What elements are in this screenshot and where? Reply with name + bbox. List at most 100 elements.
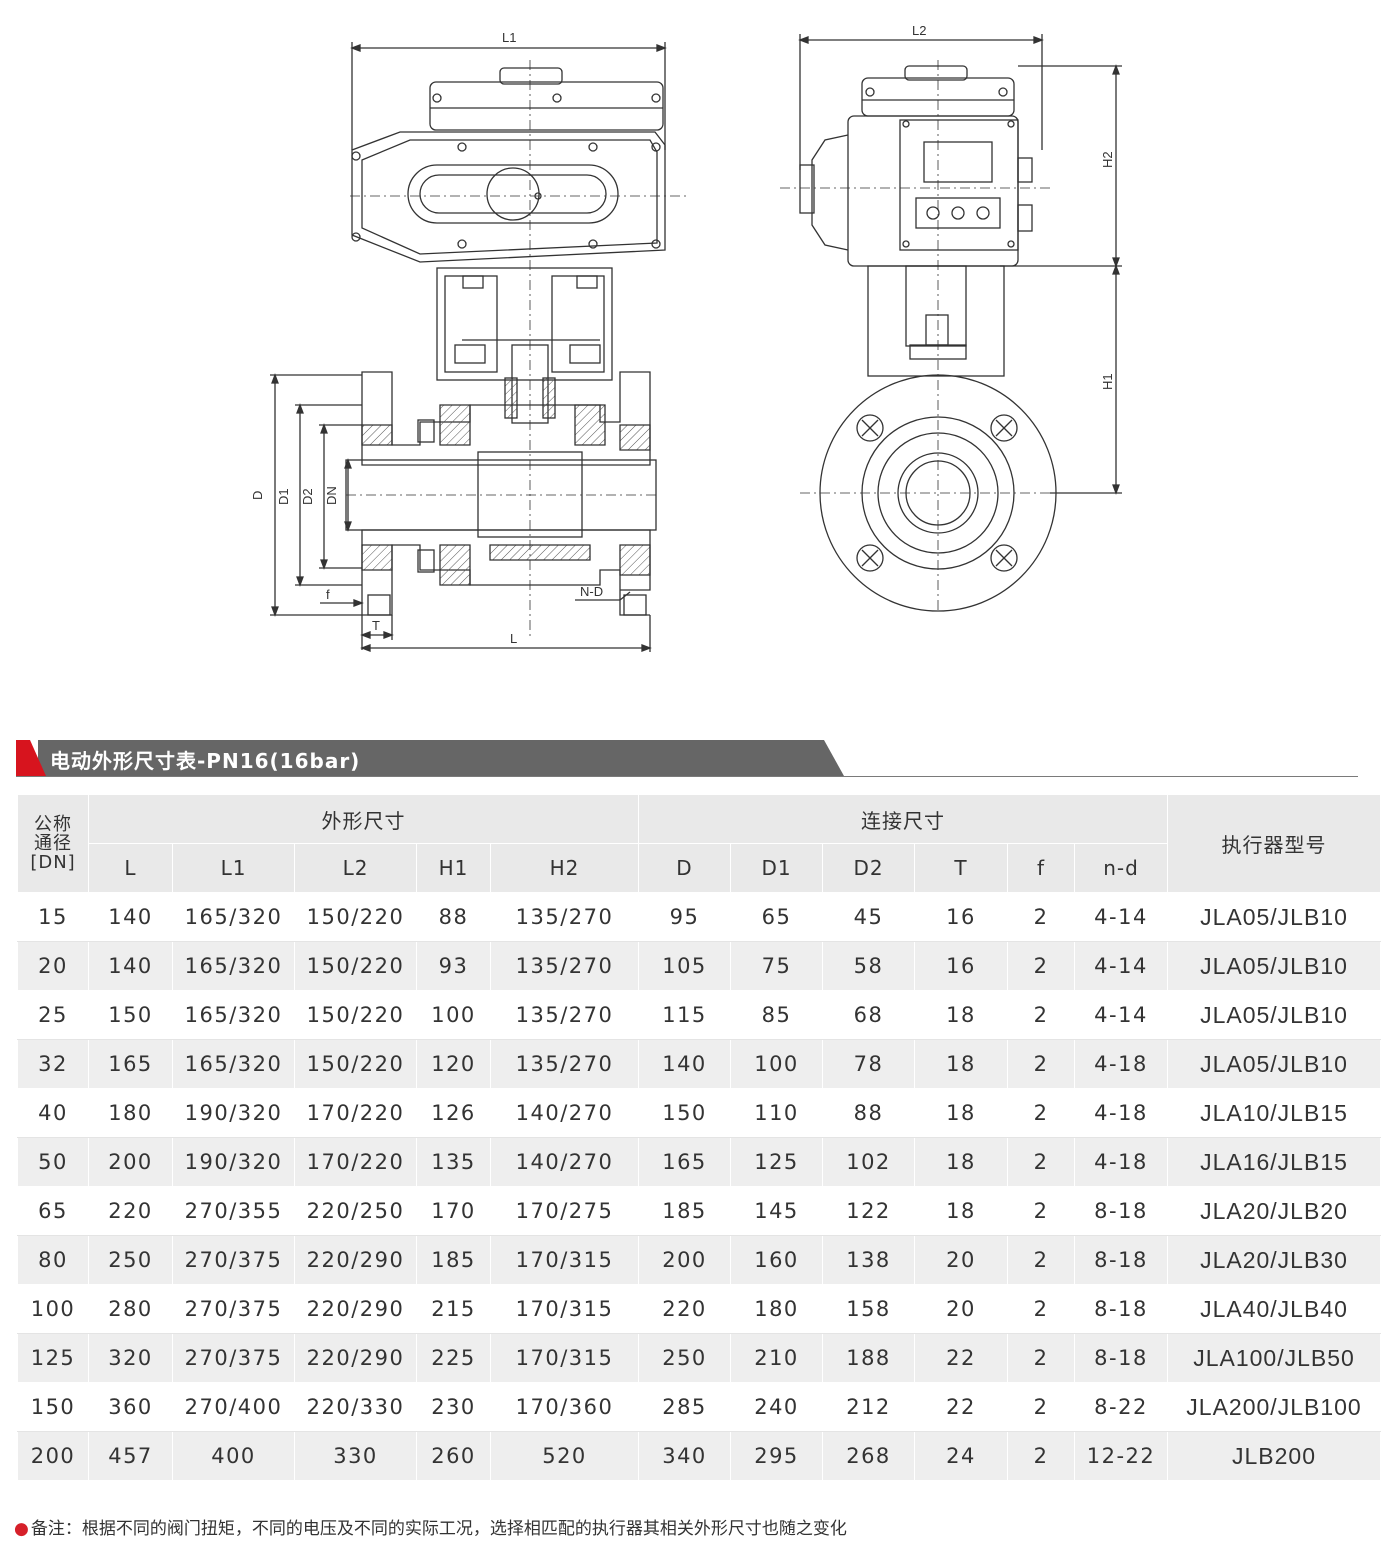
label-L2: L2 <box>912 23 926 38</box>
table-cell: 180 <box>730 1284 823 1334</box>
table-cell: 135/270 <box>490 892 639 942</box>
table-cell: 180 <box>88 1088 173 1138</box>
label-D2: D2 <box>300 488 315 505</box>
table-cell: 135 <box>416 1137 491 1187</box>
col-header-D: D <box>638 843 731 893</box>
header-dn-line2: 通径 <box>34 833 72 854</box>
table-cell: 18 <box>914 1137 1008 1187</box>
table-cell: 102 <box>822 1137 915 1187</box>
label-H1: H1 <box>1100 373 1115 390</box>
table-cell: 2 <box>1007 1333 1075 1383</box>
header-outer-dimensions: 外形尺寸 <box>88 794 639 844</box>
cell-dn: 125 <box>17 1333 89 1383</box>
table-cell: 190/320 <box>172 1088 295 1138</box>
table-cell: 220/290 <box>294 1235 417 1285</box>
table-cell: 340 <box>638 1431 731 1481</box>
table-cell: 240 <box>730 1382 823 1432</box>
table-cell: 220/250 <box>294 1186 417 1236</box>
table-cell: 280 <box>88 1284 173 1334</box>
table-cell: 16 <box>914 941 1008 991</box>
table-cell: 140/270 <box>490 1088 639 1138</box>
table-cell: 360 <box>88 1382 173 1432</box>
footnote-text: 备注：根据不同的阀门扭矩，不同的电压及不同的实际工况，选择相匹配的执行器其相关外… <box>30 1519 847 1539</box>
col-header-H1: H1 <box>416 843 491 893</box>
table-cell: 2 <box>1007 990 1075 1040</box>
table-cell: 160 <box>730 1235 823 1285</box>
cell-actuator-model: JLA16/JLB15 <box>1167 1137 1381 1187</box>
table-cell: 20 <box>914 1284 1008 1334</box>
table-cell: 65 <box>730 892 823 942</box>
dimension-table: 公称 通径 [DN] 外形尺寸 连接尺寸 执行器型号 L L1 L2 H1 H2… <box>17 794 1381 1481</box>
table-cell: 18 <box>914 1039 1008 1089</box>
col-header-f: f <box>1007 843 1075 893</box>
table-cell: 58 <box>822 941 915 991</box>
table-cell: 170/315 <box>490 1284 639 1334</box>
table-cell: 85 <box>730 990 823 1040</box>
label-T: T <box>372 618 380 633</box>
label-D: D <box>250 491 265 500</box>
table-cell: 135/270 <box>490 941 639 991</box>
table-cell: 145 <box>730 1186 823 1236</box>
col-header-D2: D2 <box>822 843 915 893</box>
label-DN: DN <box>324 486 339 505</box>
table-cell: 185 <box>638 1186 731 1236</box>
table-cell: 2 <box>1007 941 1075 991</box>
table-cell: 150 <box>88 990 173 1040</box>
table-cell: 165 <box>638 1137 731 1187</box>
table-cell: 125 <box>730 1137 823 1187</box>
table-cell: 126 <box>416 1088 491 1138</box>
table-cell: 4-18 <box>1074 1137 1168 1187</box>
table-cell: 165/320 <box>172 990 295 1040</box>
table-cell: 115 <box>638 990 731 1040</box>
cell-actuator-model: JLA200/JLB100 <box>1167 1382 1381 1432</box>
table-cell: 270/400 <box>172 1382 295 1432</box>
table-cell: 110 <box>730 1088 823 1138</box>
table-cell: 250 <box>88 1235 173 1285</box>
cell-actuator-model: JLA05/JLB10 <box>1167 941 1381 991</box>
table-cell: 8-18 <box>1074 1333 1168 1383</box>
label-D1: D1 <box>276 488 291 505</box>
cell-dn: 100 <box>17 1284 89 1334</box>
table-cell: 22 <box>914 1382 1008 1432</box>
label-f: f <box>326 587 330 602</box>
table-cell: 170/315 <box>490 1333 639 1383</box>
table-cell: 220/290 <box>294 1284 417 1334</box>
table-cell: 210 <box>730 1333 823 1383</box>
table-cell: 68 <box>822 990 915 1040</box>
table-cell: 140/270 <box>490 1137 639 1187</box>
table-cell: 4-14 <box>1074 941 1168 991</box>
table-cell: 2 <box>1007 1039 1075 1089</box>
table-cell: 268 <box>822 1431 915 1481</box>
header-dn-line1: 公称 <box>34 814 72 835</box>
table-cell: 88 <box>416 892 491 942</box>
table-cell: 158 <box>822 1284 915 1334</box>
table-cell: 18 <box>914 990 1008 1040</box>
table-cell: 330 <box>294 1431 417 1481</box>
cell-actuator-model: JLA20/JLB30 <box>1167 1235 1381 1285</box>
table-cell: 215 <box>416 1284 491 1334</box>
table-cell: 140 <box>638 1039 731 1089</box>
table-cell: 2 <box>1007 1382 1075 1432</box>
table-cell: 2 <box>1007 892 1075 942</box>
table-cell: 220 <box>88 1186 173 1236</box>
table-cell: 212 <box>822 1382 915 1432</box>
table-cell: 270/375 <box>172 1333 295 1383</box>
cell-actuator-model: JLA05/JLB10 <box>1167 1039 1381 1089</box>
table-cell: 95 <box>638 892 731 942</box>
table-cell: 100 <box>730 1039 823 1089</box>
table-cell: 250 <box>638 1333 731 1383</box>
table-cell: 120 <box>416 1039 491 1089</box>
cell-actuator-model: JLA10/JLB15 <box>1167 1088 1381 1138</box>
table-cell: 88 <box>822 1088 915 1138</box>
cell-actuator-model: JLB200 <box>1167 1431 1381 1481</box>
cell-actuator-model: JLA20/JLB20 <box>1167 1186 1381 1236</box>
header-dn-line3: [DN] <box>30 852 76 873</box>
table-cell: 165/320 <box>172 892 295 942</box>
table-cell: 8-18 <box>1074 1284 1168 1334</box>
